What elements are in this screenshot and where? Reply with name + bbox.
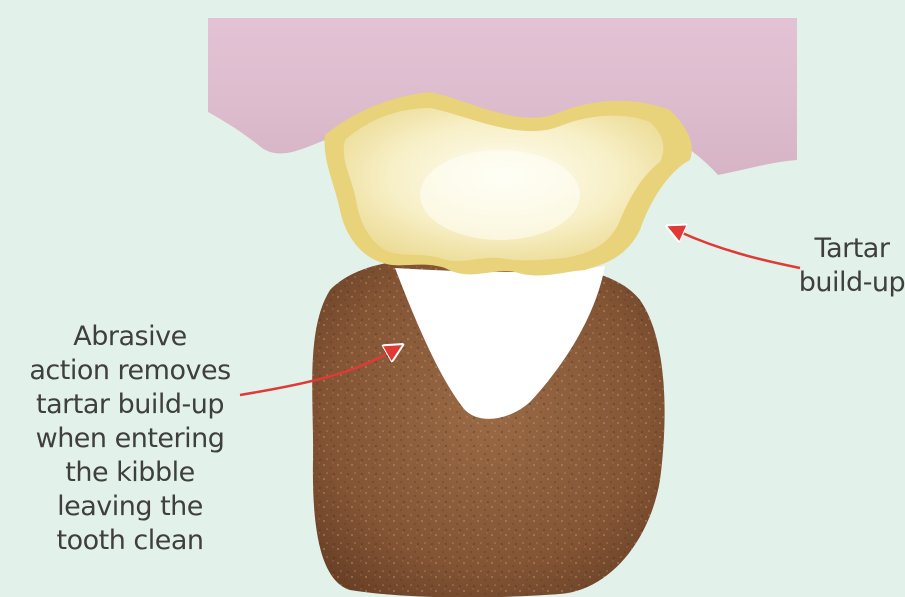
abrasive-label-line-4: when entering — [8, 422, 252, 456]
abrasive-label: Abrasive action removes tartar build-up … — [8, 320, 252, 558]
abrasive-label-line-1: Abrasive — [8, 320, 252, 354]
abrasive-label-line-2: action removes — [8, 354, 252, 388]
abrasive-label-line-5: the kibble — [8, 456, 252, 490]
tartar-label-line-1: Tartar — [790, 232, 905, 266]
abrasive-label-line-3: tartar build-up — [8, 388, 252, 422]
tartar-label-line-2: build-up — [790, 266, 905, 300]
abrasive-label-line-7: tooth clean — [8, 524, 252, 558]
tartar-label: Tartar build-up — [790, 232, 905, 300]
abrasive-label-line-6: leaving the — [8, 490, 252, 524]
tooth-crown — [325, 92, 692, 275]
tartar-arrow — [680, 232, 800, 268]
